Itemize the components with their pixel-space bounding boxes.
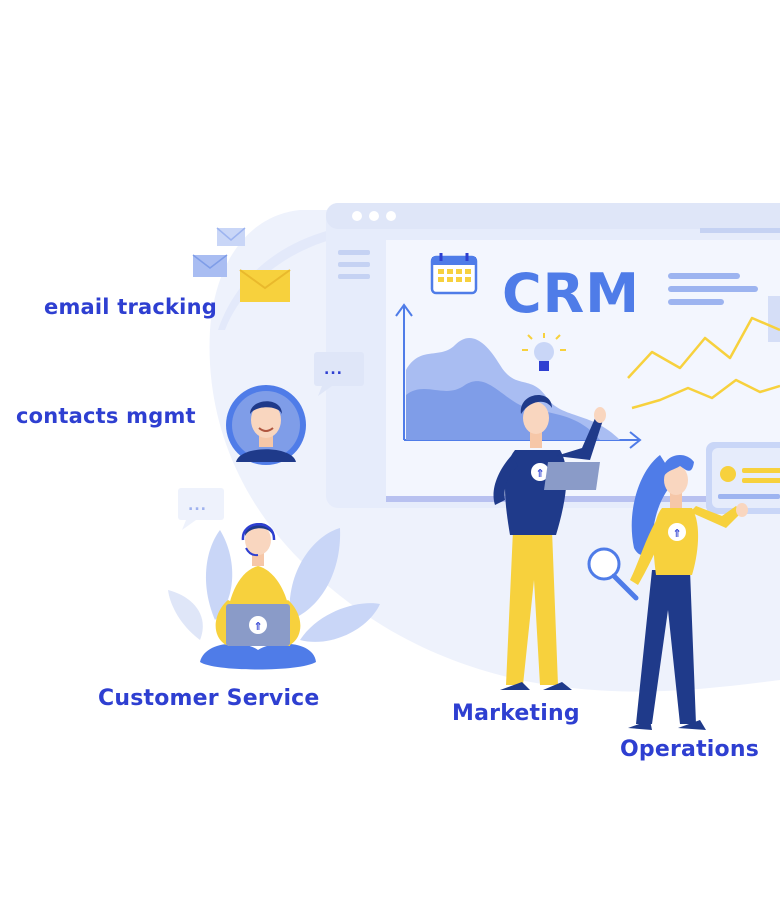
line-graph bbox=[627, 316, 780, 410]
email-tracking-label: email tracking bbox=[44, 295, 217, 319]
operations-person: ⇑ bbox=[628, 454, 748, 730]
marketing-label: Marketing bbox=[452, 701, 580, 726]
operations-label: Operations bbox=[620, 737, 759, 762]
chat-bubble-dots-secondary: ... bbox=[188, 498, 207, 514]
marketing-person: ⇑ bbox=[493, 395, 606, 690]
lightbulb-icon bbox=[522, 333, 566, 371]
area-chart bbox=[395, 303, 642, 449]
customer-service-label: Customer Service bbox=[98, 686, 320, 711]
avatar-icon bbox=[226, 385, 306, 465]
customer-service-person: ⇑ bbox=[200, 522, 316, 670]
envelope-icon bbox=[192, 227, 291, 302]
leaves-decoration bbox=[168, 528, 380, 642]
crm-headline: CRM bbox=[502, 262, 640, 325]
svg-text:⇑: ⇑ bbox=[672, 527, 681, 540]
svg-text:⇑: ⇑ bbox=[535, 467, 544, 480]
calendar-icon bbox=[430, 253, 478, 295]
svg-text:⇑: ⇑ bbox=[253, 620, 262, 633]
info-card bbox=[706, 442, 780, 514]
chat-bubble-dots: ... bbox=[324, 362, 343, 378]
chat-bubble-icon bbox=[178, 352, 364, 530]
contacts-mgmt-label: contacts mgmt bbox=[16, 404, 196, 428]
magnifier-icon bbox=[587, 547, 639, 601]
